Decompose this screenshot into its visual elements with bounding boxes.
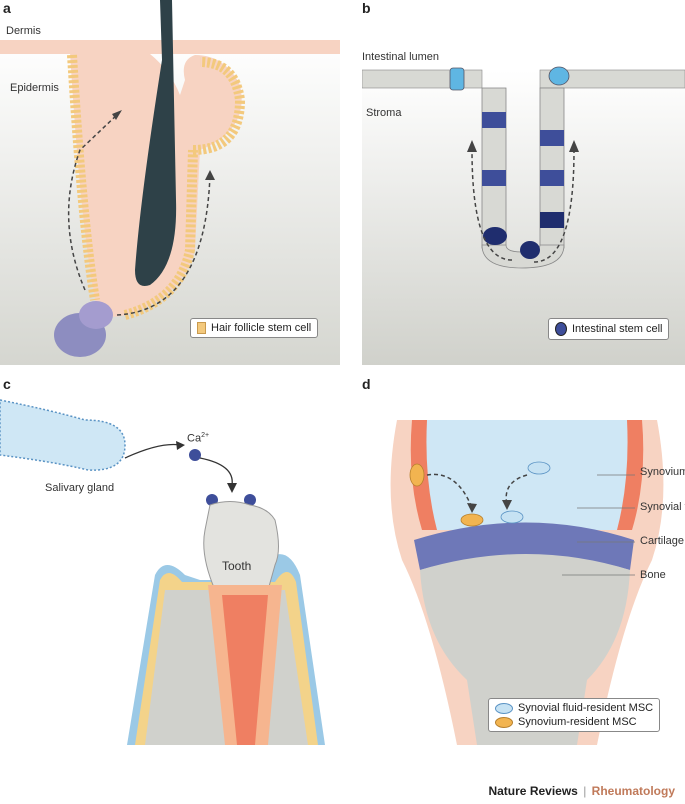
panel-c-letter: c [3,376,11,392]
label-intestinal-lumen: Intestinal lumen [362,51,440,63]
legend-msc-synovium: Synovium-resident MSC [495,716,637,728]
label-synovium: Synovium [640,466,685,478]
crypt-stem-cell-7 [520,241,540,259]
lumen-stem-cell-left [449,67,465,91]
msc-fluid-1 [500,510,524,524]
arrow-head-left [112,110,122,120]
panel-c-tooth-diagram [0,399,325,745]
panel-a-letter: a [3,0,11,16]
crypt-arrow-head-right [569,140,579,152]
label-bone: Bone [640,569,666,581]
salivary-gland [0,399,126,471]
calcium-arrow [199,457,233,486]
crypt-arrow-head-left [467,140,477,152]
follicle-stem-cells-left [67,54,100,301]
crypt-arrow-left [471,149,513,261]
panel-b-letter: b [362,0,371,16]
crypt-stem-cell-5 [540,212,564,228]
gland-arrow [124,443,181,459]
calcium-charge: 2+ [201,432,210,439]
arrow-head-right [205,170,215,180]
label-stroma: Stroma [366,107,402,119]
legend-hair-follicle-text: Hair follicle stem cell [211,322,312,334]
hair-shaft [135,0,177,286]
legend-msc-fluid-text: Synovial fluid-resident MSC [518,702,654,714]
journal-name: Nature Reviews [488,784,578,798]
label-tooth: Tooth [222,559,252,573]
crypt-stem-cell-2 [482,170,506,186]
intestinal-stem-swatch [555,322,567,336]
msc-arrow-head-left [467,503,477,513]
migration-arrow-left [67,111,121,291]
calcium-ion-3 [244,494,256,506]
legend-msc: Synovial fluid-resident MSC Synovium-res… [488,698,661,732]
calcium-arrow-head [227,483,237,493]
tooth-crown [203,501,279,591]
msc-synovium-swatch [495,716,513,728]
msc-arrow-head-right [502,500,512,510]
crypt-base [481,244,565,269]
calcium-ion [189,449,201,461]
legend-msc-fluid: Synovial fluid-resident MSC [495,702,653,714]
label-dermis: Dermis [6,25,41,37]
crypt-stem-cell-6 [483,227,507,245]
migration-arrow-right [116,174,211,316]
tooth-pulp [222,595,268,745]
legend-intestinal-text: Intestinal stem cell [572,323,663,335]
footer-separator: | [583,784,587,798]
panel-a-hair-follicle-diagram [0,0,340,365]
label-cartilage: Cartilage [640,535,685,547]
journal-section: Rheumatology [591,784,675,798]
lumen-cell-row-right [539,69,685,89]
follicle-stem-cells-bulge [192,57,246,155]
crypt-stem-cell-3 [540,130,564,146]
label-salivary-gland: Salivary gland [45,482,115,494]
crypt-stem-cell-1 [482,112,506,128]
calcium-text: Ca [187,432,202,445]
label-calcium: Ca2+ [187,432,209,445]
crypt-arrow-right [533,149,575,263]
stroma-region [362,70,685,365]
lumen-cell-row-left [362,67,483,91]
legend-msc-synovium-text: Synovium-resident MSC [518,716,637,728]
follicle-cell-swatch [197,322,206,334]
panel-b-intestinal-crypt-diagram [362,66,685,365]
lumen-stem-cell-right [548,66,570,86]
bone-head [420,554,630,745]
journal-footer: Nature Reviews | Rheumatology [488,784,675,798]
msc-fluid-2 [527,461,551,475]
gland-arrow-head [176,441,185,450]
panel-d-joint-diagram [390,420,664,745]
msc-synovium-2 [460,513,484,527]
legend-hair-follicle: Hair follicle stem cell [190,318,319,338]
legend-intestinal: Intestinal stem cell [548,318,670,340]
msc-synovium-1 [409,463,425,487]
msc-fluid-swatch [495,702,513,714]
label-epidermis: Epidermis [10,82,59,94]
crypt-stem-cell-4 [540,170,564,186]
papilla-stem-cell [79,301,113,329]
panel-d-letter: d [362,376,371,392]
label-synovial-fluid: Synovial fluid [640,501,685,513]
